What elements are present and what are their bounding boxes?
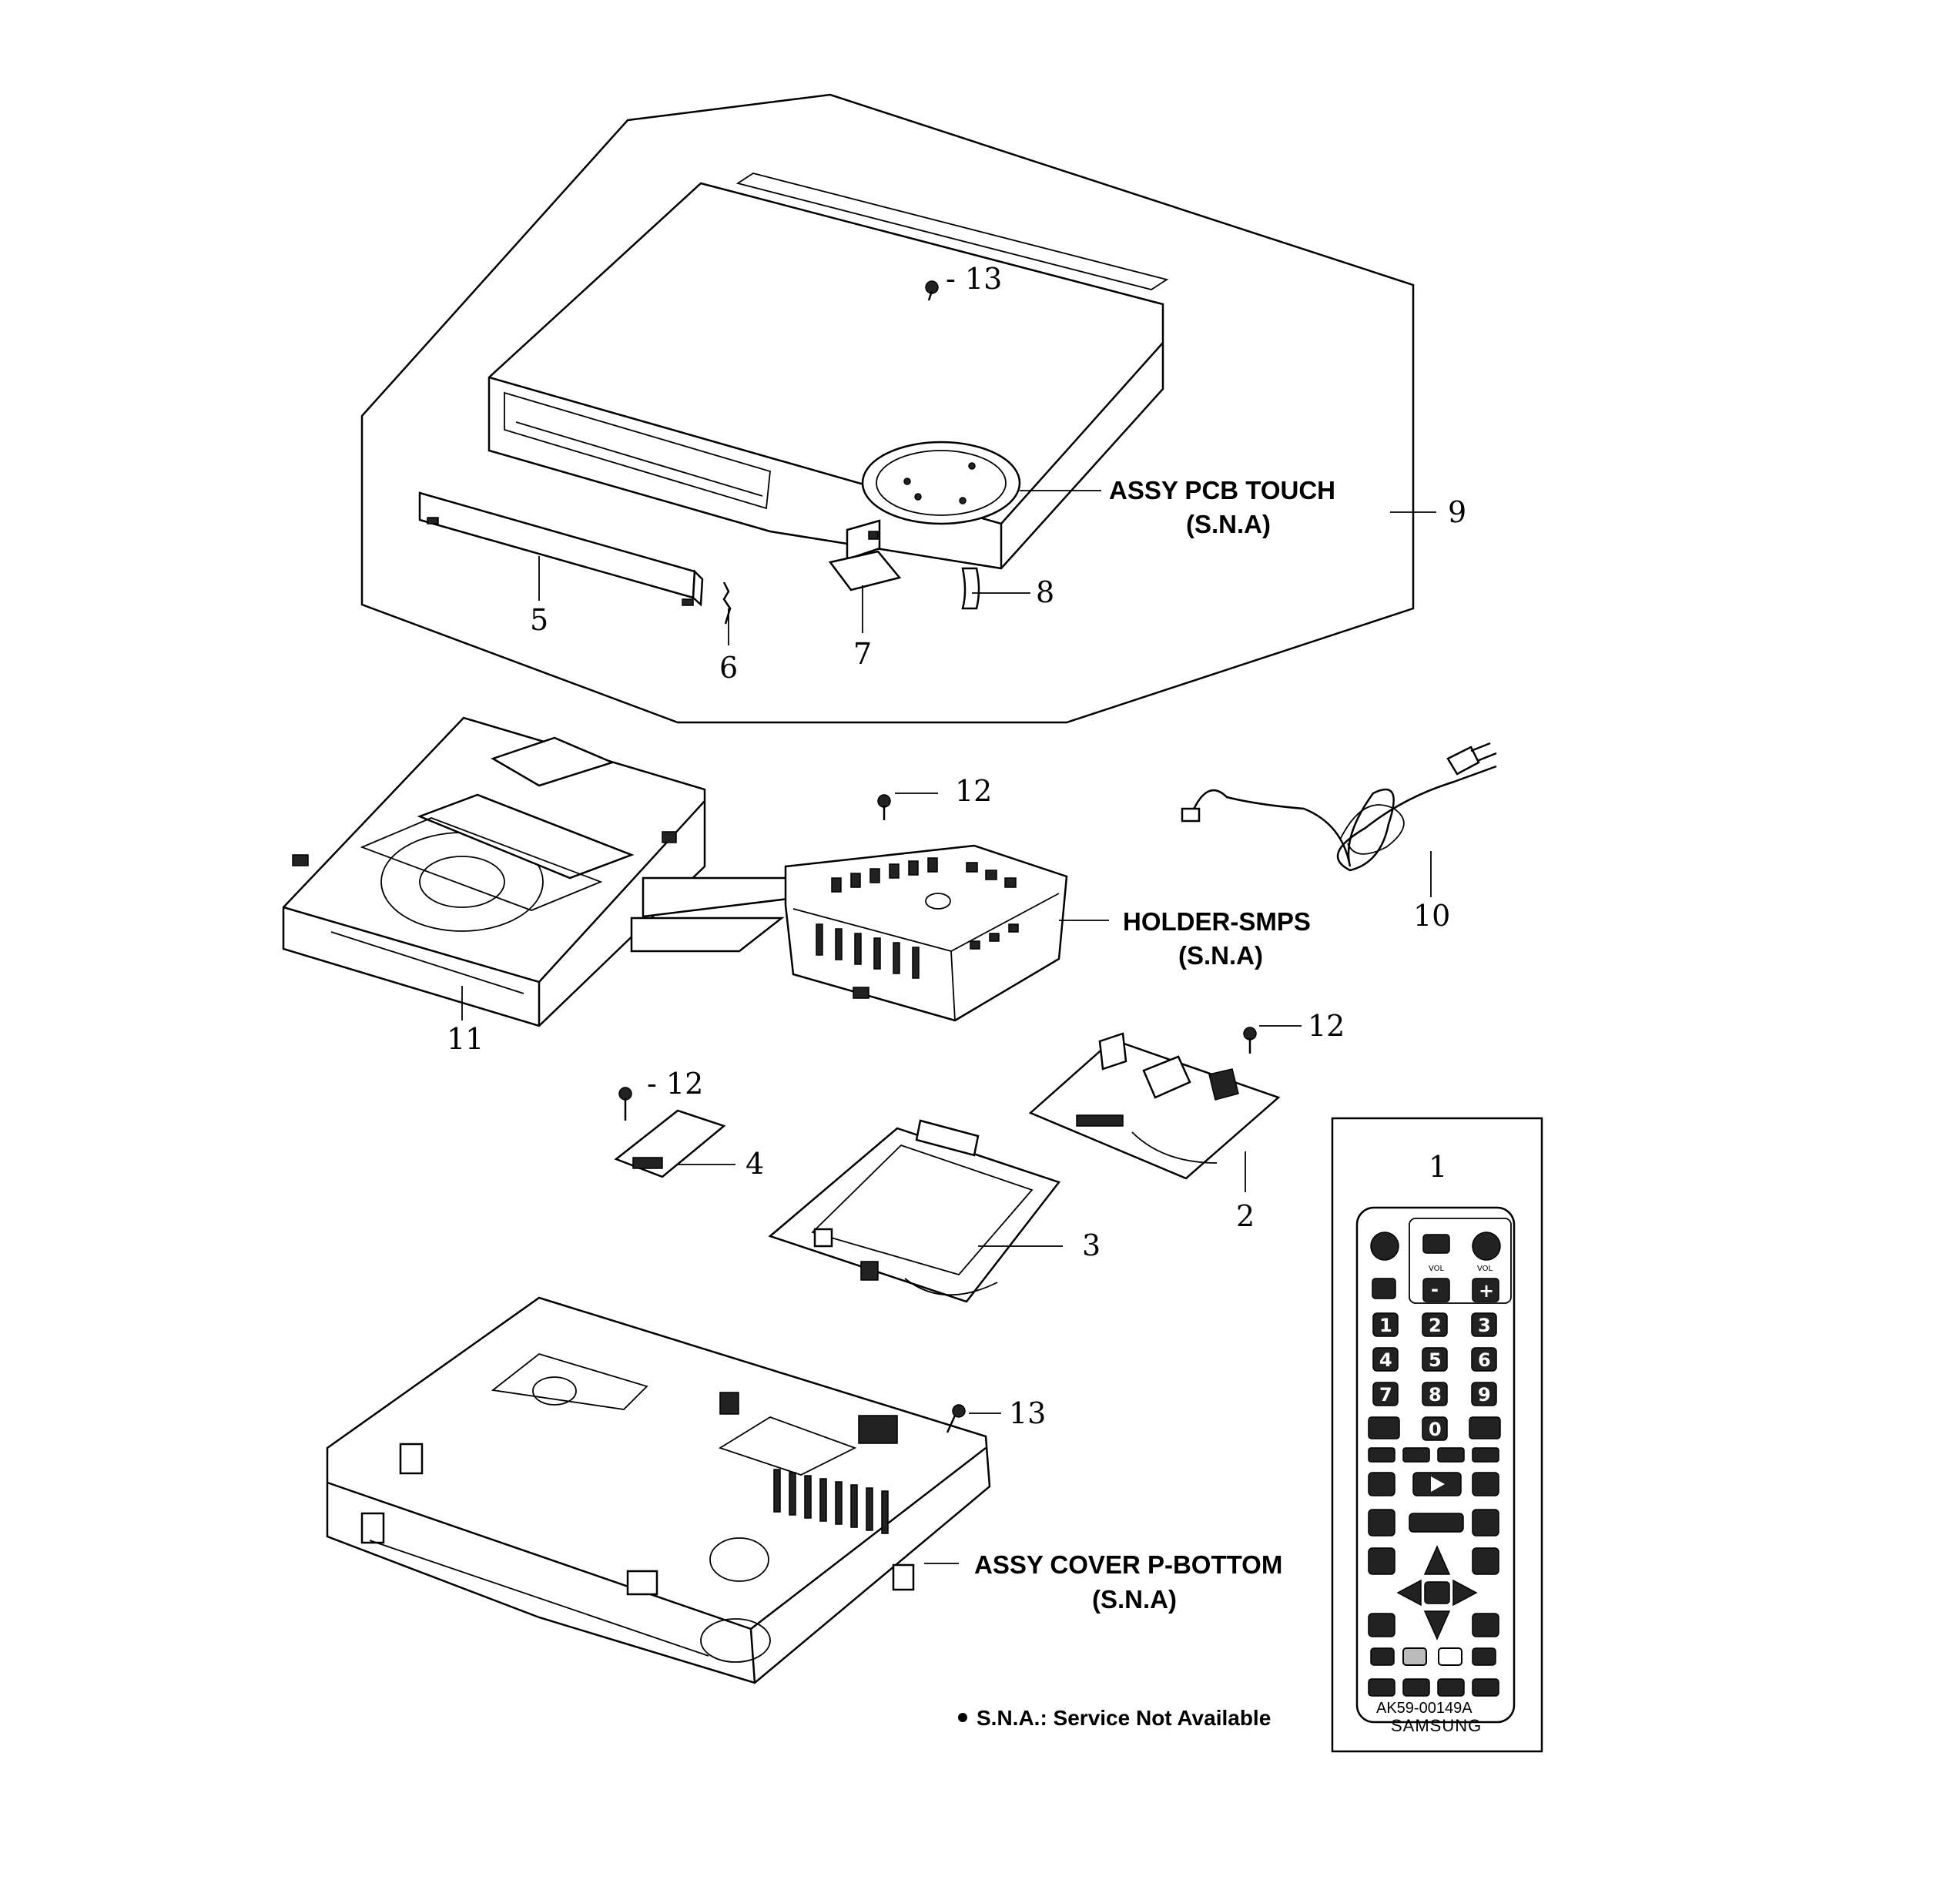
vol-minus-button[interactable] (1422, 1278, 1450, 1302)
front-strip-5 (418, 491, 704, 607)
key-6[interactable] (1471, 1347, 1497, 1372)
svg-text:4: 4 (1379, 1349, 1392, 1371)
top-cover-sheet (735, 173, 1169, 290)
key-0[interactable] (1422, 1416, 1448, 1441)
label-holder-smps: HOLDER-SMPS (1123, 907, 1311, 936)
key-5[interactable] (1422, 1347, 1448, 1372)
top-assembly-group (360, 93, 1415, 724)
board-3 (768, 1119, 1061, 1303)
svg-text:7: 7 (1379, 1384, 1392, 1406)
main-pcb-2 (1028, 1032, 1281, 1180)
flex-cable-8 (961, 567, 980, 610)
bottom-vents (773, 1469, 889, 1534)
svg-text:3: 3 (1478, 1315, 1491, 1336)
svg-text:-: - (1431, 1278, 1439, 1300)
key-7[interactable] (1372, 1382, 1399, 1406)
vol-left-label: VOL (1429, 1265, 1445, 1273)
callout-4: 4 (745, 1147, 764, 1181)
svg-text:2: 2 (1429, 1315, 1442, 1336)
screw-12-pcb (1243, 1027, 1257, 1054)
key-2[interactable] (1422, 1312, 1448, 1337)
remote-brand: SAMSUNG (1391, 1716, 1482, 1735)
screw-13-top (925, 280, 939, 301)
remote-control-1: VOL VOL - + 1 2 3 4 5 6 7 8 9 0 (1331, 1117, 1543, 1753)
label-cover-bottom-sna: (S.N.A) (1092, 1585, 1177, 1614)
svg-text:0: 0 (1429, 1419, 1442, 1440)
callout-1: 1 (1429, 1150, 1447, 1184)
key-8[interactable] (1422, 1382, 1448, 1406)
callout-2: 2 (1236, 1199, 1255, 1233)
callout-10: 10 (1413, 899, 1450, 933)
label-holder-smps-sna: (S.N.A) (1178, 941, 1263, 970)
callout-6: 6 (719, 651, 738, 685)
remote-frame (1331, 1117, 1543, 1753)
callout-12-holder: 12 (955, 774, 992, 808)
callout-12-small: - 12 (647, 1067, 703, 1101)
label-pcb-touch: ASSY PCB TOUCH (1109, 476, 1335, 504)
deck-mechanism-11 (282, 716, 802, 1027)
smps-vents (816, 857, 1019, 979)
svg-text:5: 5 (1429, 1349, 1442, 1371)
screw-13-bottom (946, 1404, 966, 1433)
screw-12-holder (877, 794, 891, 820)
holder-smps (784, 844, 1068, 1022)
callout-7: 7 (853, 637, 872, 671)
key-9[interactable] (1471, 1382, 1497, 1406)
svg-text:+: + (1479, 1280, 1494, 1302)
callout-9: 9 (1448, 495, 1466, 529)
vol-right-label: VOL (1477, 1265, 1493, 1273)
key-4[interactable] (1372, 1347, 1399, 1372)
key-3[interactable] (1471, 1312, 1497, 1337)
pcb-touch-ring (861, 441, 1021, 525)
callout-12-pcb: 12 (1308, 1009, 1345, 1043)
bottom-cover (326, 1296, 991, 1684)
svg-text:9: 9 (1478, 1384, 1491, 1406)
label-pcb-touch-sna: (S.N.A) (1186, 510, 1271, 538)
note-bullet (958, 1713, 967, 1722)
small-board-4 (614, 1109, 726, 1178)
screw-12-small (618, 1087, 632, 1121)
callout-5: 5 (530, 603, 548, 637)
remote-model-number: AK59-00149A (1376, 1700, 1473, 1717)
svg-text:6: 6 (1478, 1349, 1491, 1371)
svg-text:1: 1 (1379, 1315, 1392, 1336)
vol-plus-button[interactable] (1472, 1278, 1499, 1302)
svg-text:8: 8 (1429, 1384, 1442, 1406)
assembly-9-outline (360, 93, 1415, 724)
callout-11: 11 (447, 1022, 484, 1056)
callout-13-bottom: 13 (1009, 1396, 1046, 1430)
callout-3: 3 (1082, 1228, 1101, 1262)
main-casing (487, 182, 1164, 570)
power-cord-10 (1181, 742, 1497, 872)
key-1[interactable] (1372, 1312, 1399, 1337)
callout-13-top: - 13 (946, 262, 1002, 296)
bracket-7 (828, 519, 902, 591)
label-cover-bottom: ASSY COVER P-BOTTOM (974, 1550, 1282, 1579)
callout-8: 8 (1036, 575, 1054, 609)
sna-footnote: S.N.A.: Service Not Available (977, 1706, 1271, 1730)
